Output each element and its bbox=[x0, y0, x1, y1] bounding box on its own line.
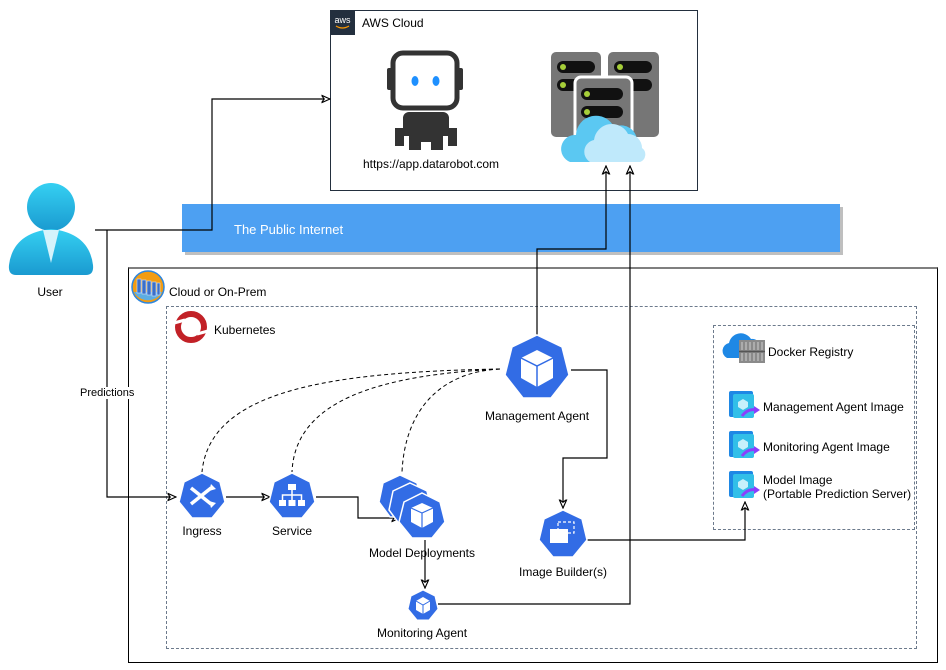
container-icon bbox=[550, 529, 568, 543]
datacenter-icon bbox=[131, 270, 165, 304]
registry-item-model-image[interactable]: Model Image bbox=[763, 473, 833, 487]
kubernetes-title: Kubernetes bbox=[214, 323, 276, 337]
cloud-or-onprem-container bbox=[128, 267, 938, 663]
docker-registry-container bbox=[713, 325, 915, 530]
ingress-node[interactable] bbox=[178, 472, 226, 520]
monitoring-agent-node[interactable] bbox=[407, 589, 439, 621]
container-image-icon bbox=[729, 391, 760, 418]
kubernetes-container bbox=[166, 306, 917, 649]
aws-cloud-title: AWS Cloud bbox=[362, 16, 424, 30]
image-builder-node[interactable] bbox=[538, 509, 588, 559]
service-label: Service bbox=[271, 524, 313, 538]
docker-registry-icon bbox=[722, 333, 765, 363]
container-image-icon bbox=[729, 471, 760, 498]
openshift-icon bbox=[173, 311, 209, 343]
edge-monitoring-to-aws bbox=[438, 166, 630, 605]
registry-item-model-image-sublabel: (Portable Prediction Server) bbox=[763, 487, 912, 501]
aws-logo-icon: aws bbox=[330, 10, 355, 35]
user-label: User bbox=[37, 285, 63, 299]
hierarchy-icon bbox=[279, 484, 305, 506]
dashed-management-to-deployments bbox=[401, 368, 501, 473]
dashed-management-to-service bbox=[291, 368, 501, 473]
management-agent-node[interactable] bbox=[503, 334, 571, 400]
datarobot-robot-icon bbox=[387, 50, 463, 150]
ingress-label: Ingress bbox=[182, 524, 222, 538]
cloud-onprem-title: Cloud or On-Prem bbox=[169, 285, 267, 299]
docker-registry-title: Docker Registry bbox=[768, 345, 854, 359]
model-deployments-label: Model Deployments bbox=[368, 546, 476, 560]
server-cloud-icon bbox=[551, 52, 659, 162]
aws-logo-text: aws bbox=[334, 15, 351, 25]
edge-management-to-aws bbox=[536, 166, 606, 335]
dashed-management-to-ingress bbox=[201, 368, 501, 473]
registry-item-monitoring-agent-image[interactable]: Monitoring Agent Image bbox=[763, 440, 890, 454]
shuffle-icon bbox=[209, 484, 216, 508]
edge-builder-to-registry bbox=[586, 502, 745, 541]
edge-user-predictions bbox=[106, 230, 176, 497]
public-internet-band bbox=[182, 204, 840, 252]
edge-service-to-deployments bbox=[316, 496, 400, 518]
app-url-label: https://app.datarobot.com bbox=[362, 157, 500, 171]
registry-item-management-agent-image[interactable]: Management Agent Image bbox=[763, 400, 904, 414]
public-internet-label: The Public Internet bbox=[234, 222, 344, 237]
management-agent-label: Management Agent bbox=[484, 409, 590, 423]
service-node[interactable] bbox=[268, 472, 316, 520]
container-image-icon bbox=[729, 431, 760, 458]
image-builder-label: Image Builder(s) bbox=[518, 565, 608, 579]
edge-management-to-builder bbox=[563, 369, 608, 508]
predictions-edge-label: Predictions bbox=[80, 387, 135, 399]
edge-user-to-aws bbox=[95, 99, 330, 231]
monitoring-agent-label: Monitoring Agent bbox=[376, 626, 468, 640]
model-deployments-node[interactable] bbox=[376, 472, 448, 542]
user-icon[interactable] bbox=[8, 183, 94, 275]
